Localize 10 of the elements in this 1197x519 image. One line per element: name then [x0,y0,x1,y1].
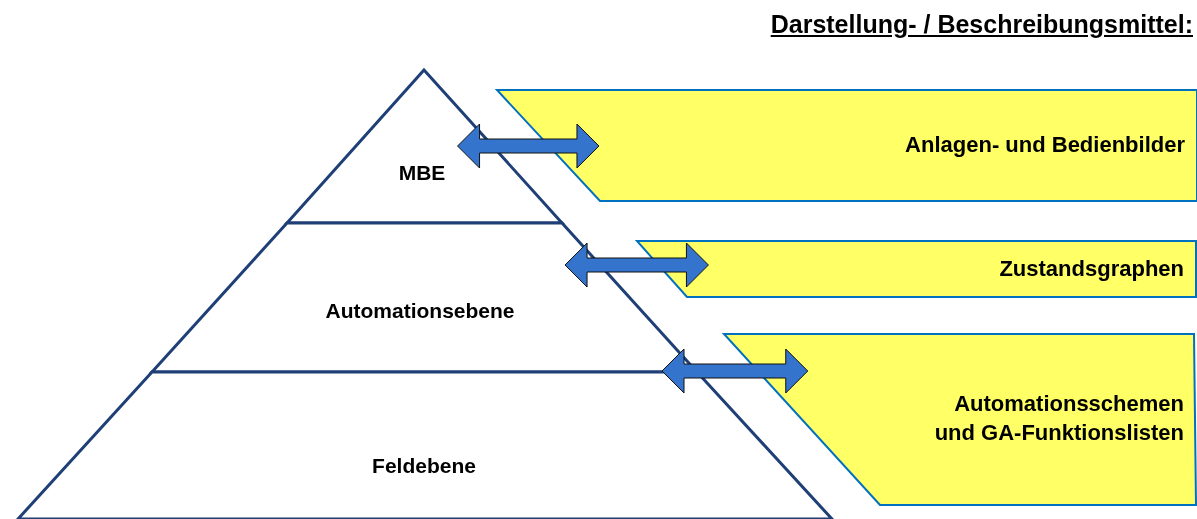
double-arrow [661,348,809,394]
panel-label: Automationsschemen und GA-Funktionslisten [933,390,1184,447]
double-arrow [564,242,709,288]
title: Darstellung- / Beschreibungsmittel: [770,10,1193,39]
panel-label: Anlagen- und Bedienbilder [905,130,1185,159]
double-arrow [457,123,600,169]
layer-label: MBE [398,161,446,185]
layer-label: Feldebene [372,454,476,478]
panel-label: Zustandsgraphen [999,254,1184,283]
layer-label: Automationsebene [325,299,515,323]
